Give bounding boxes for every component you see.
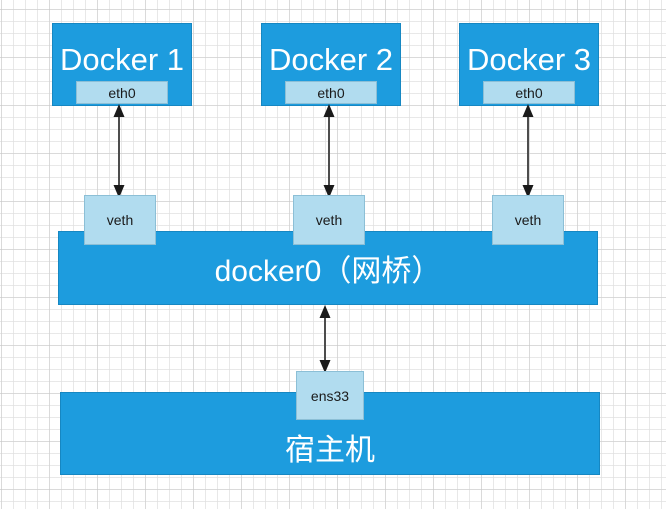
docker0-bridge-label: docker0（网桥） [214,255,442,288]
docker-container-2-eth0[interactable]: eth0 [285,81,377,104]
veth-3[interactable]: veth [492,195,564,245]
docker-container-1-eth0-label: eth0 [108,84,136,101]
veth-2[interactable]: veth [293,195,365,245]
connector-docker1-veth1 [113,104,125,198]
footer-clipped-text [8,503,308,509]
host-ens33-label: ens33 [310,387,350,404]
docker-container-2[interactable]: Docker 2 [261,23,401,106]
docker-container-1-eth0[interactable]: eth0 [76,81,168,104]
connector-docker3-veth3 [522,104,534,198]
docker-container-3-title: Docker 3 [466,42,592,77]
docker-container-2-eth0-label: eth0 [317,84,345,101]
veth-1[interactable]: veth [84,195,156,245]
docker-container-3-eth0-label: eth0 [515,84,543,101]
veth-3-label: veth [514,212,542,228]
host-machine-label: 宿主机 [285,433,375,467]
connector-docker2-veth2 [323,104,335,198]
docker-container-1-title: Docker 1 [59,42,185,77]
docker-container-3-eth0[interactable]: eth0 [483,81,575,104]
docker-container-2-title: Docker 2 [268,42,394,77]
veth-2-label: veth [315,212,343,228]
host-ens33-interface[interactable]: ens33 [296,371,364,420]
veth-1-label: veth [106,212,134,228]
connector-docker0-ens33 [319,305,331,373]
